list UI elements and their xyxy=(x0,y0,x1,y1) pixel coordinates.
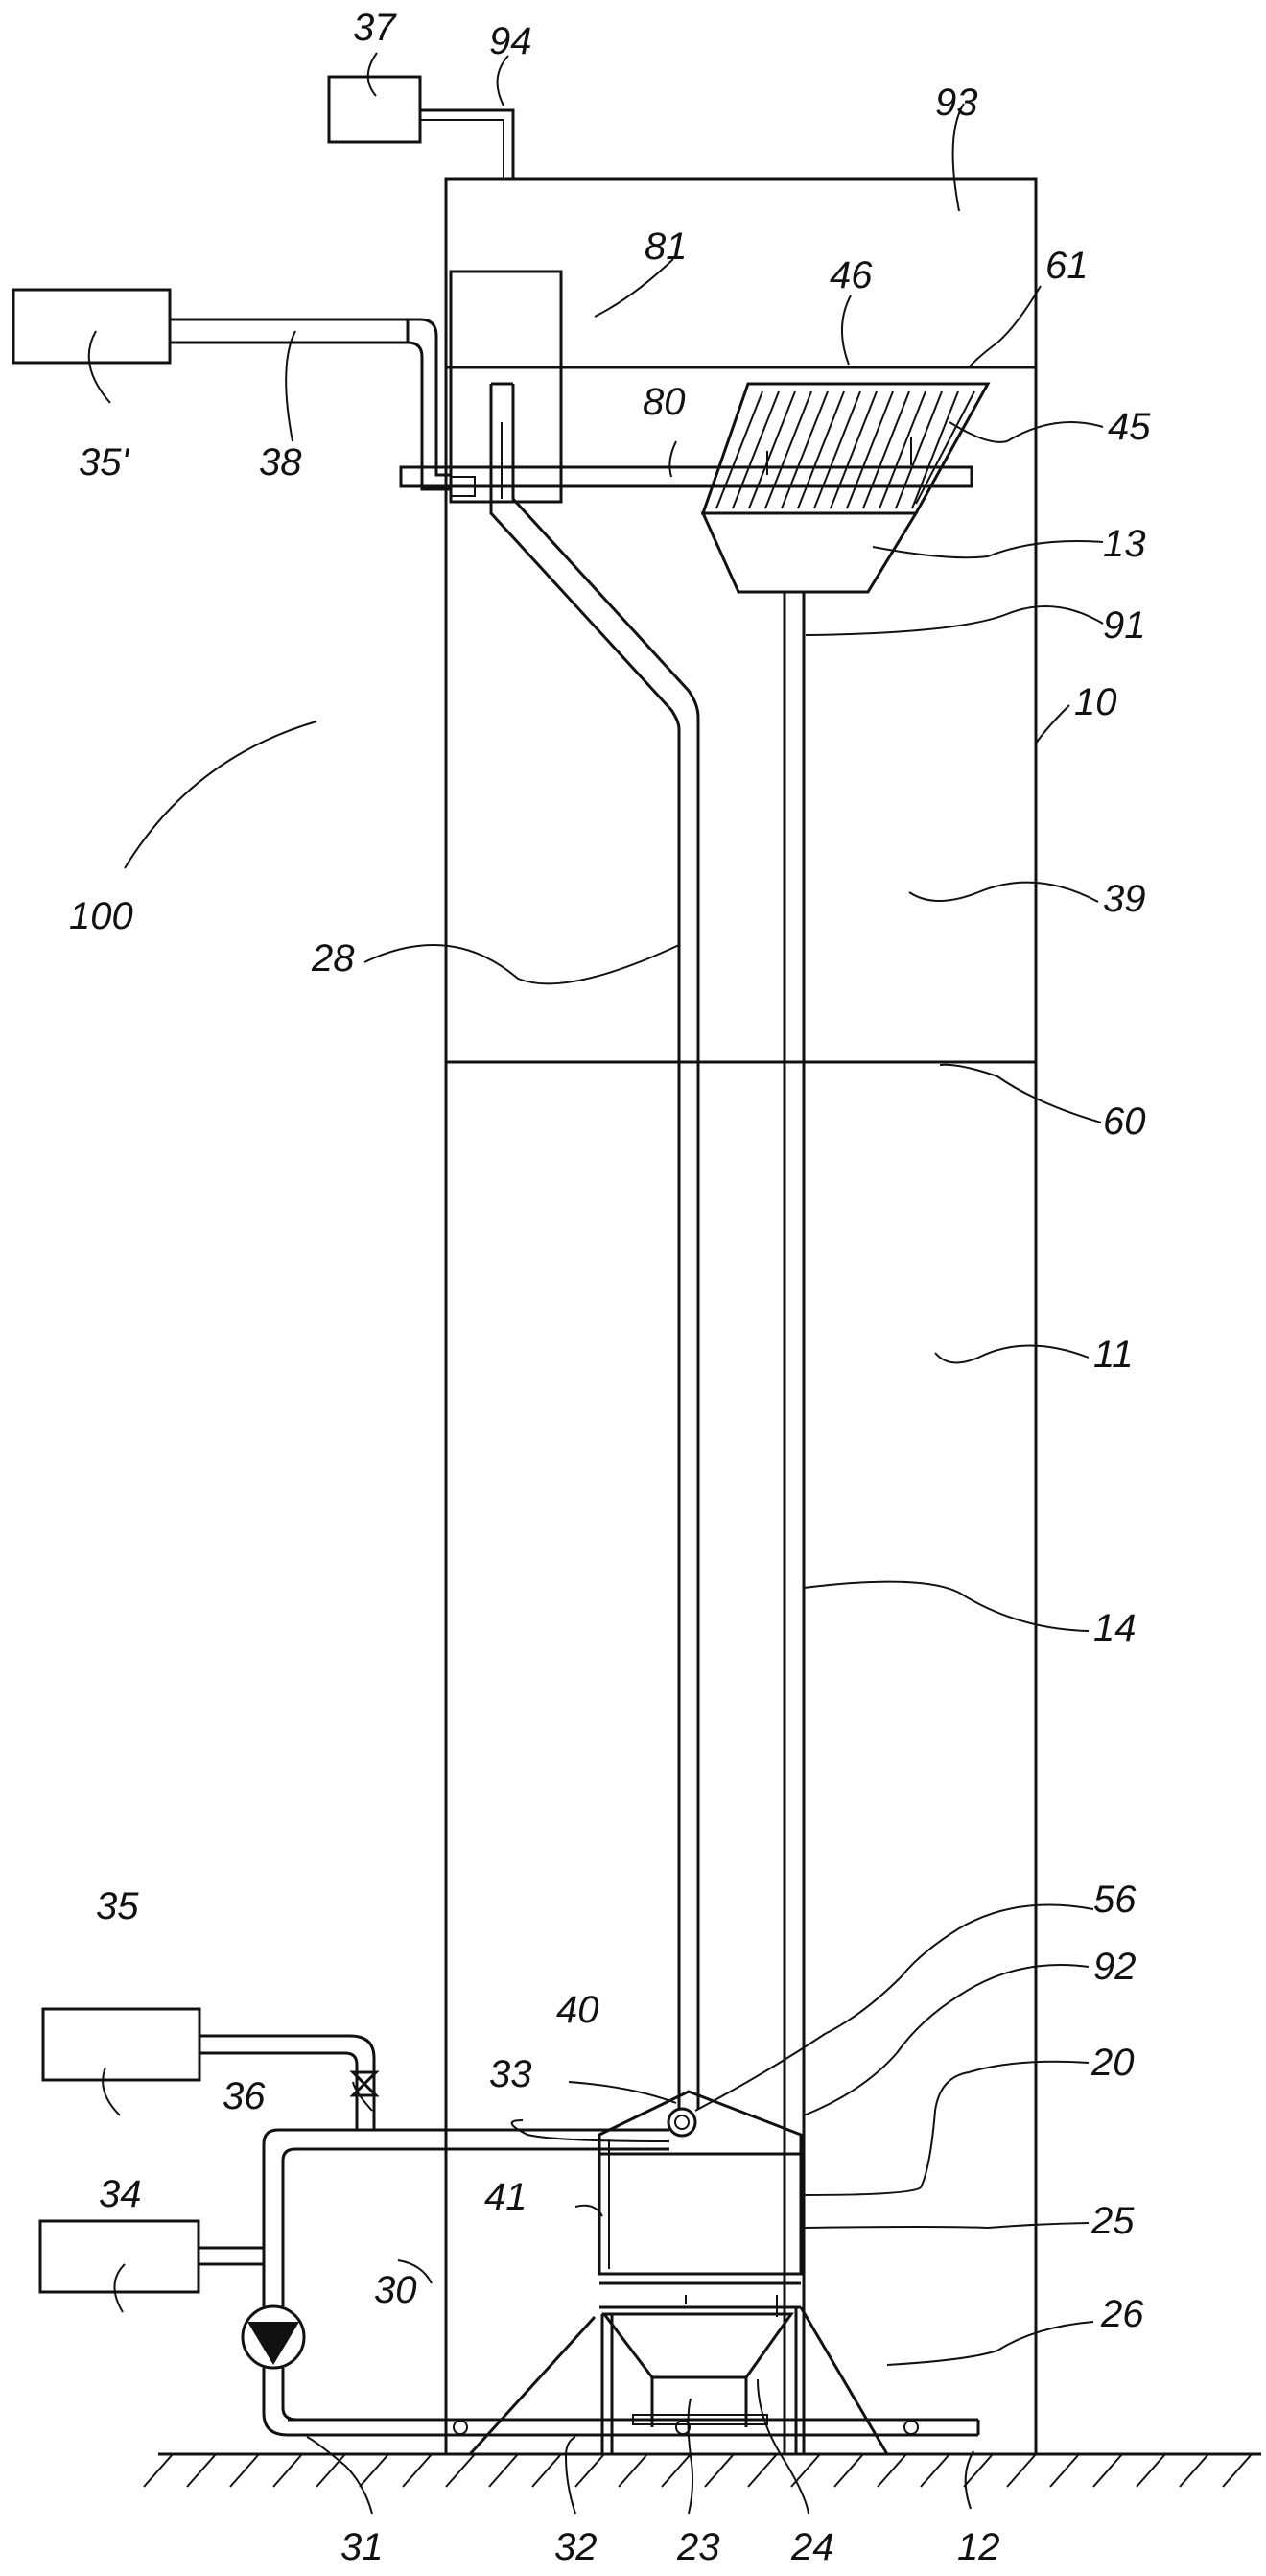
label-81: 81 xyxy=(645,225,688,268)
label-35-prime: 35' xyxy=(79,441,129,484)
label-46: 46 xyxy=(830,254,873,296)
unit-37 xyxy=(327,75,422,144)
label-31: 31 xyxy=(340,2526,384,2568)
label-32: 32 xyxy=(554,2526,598,2568)
cone-23 xyxy=(600,2312,794,2379)
label-56: 56 xyxy=(1093,1879,1137,1921)
label-61: 61 xyxy=(1045,245,1089,287)
ground xyxy=(143,2452,1261,2488)
line-94 xyxy=(420,108,515,179)
label-39: 39 xyxy=(1103,878,1146,920)
label-30: 30 xyxy=(374,2269,417,2311)
label-14: 14 xyxy=(1093,1607,1137,1649)
unit-35 xyxy=(41,2007,201,2082)
label-23: 23 xyxy=(676,2526,720,2568)
label-40: 40 xyxy=(556,1989,599,2031)
label-28: 28 xyxy=(311,937,355,980)
label-100: 100 xyxy=(69,895,133,937)
reference-numerals: 37 94 93 81 46 61 45 80 35' 38 13 91 10 … xyxy=(69,7,1151,2568)
platform-80 xyxy=(399,465,973,488)
label-94: 94 xyxy=(489,20,532,62)
label-92: 92 xyxy=(1093,1946,1137,1988)
valve-36 xyxy=(349,2070,380,2087)
label-35: 35 xyxy=(96,1885,139,1927)
reactor-20 xyxy=(598,2090,803,2276)
hopper-13 xyxy=(700,511,919,594)
label-11: 11 xyxy=(1093,1334,1134,1376)
label-25: 25 xyxy=(1090,2200,1135,2242)
label-34: 34 xyxy=(99,2173,142,2215)
tank-10 xyxy=(444,177,1038,2456)
label-60: 60 xyxy=(1103,1100,1146,1143)
label-10: 10 xyxy=(1074,681,1117,723)
label-13: 13 xyxy=(1103,523,1146,565)
label-37: 37 xyxy=(353,7,397,49)
label-93: 93 xyxy=(935,82,978,124)
label-45: 45 xyxy=(1108,406,1151,448)
unit-35-prime xyxy=(12,288,172,365)
label-38: 38 xyxy=(259,441,302,484)
unit-34 xyxy=(38,2219,200,2294)
support-26 xyxy=(468,2306,889,2456)
unit-81 xyxy=(449,270,563,504)
label-41: 41 xyxy=(484,2176,528,2218)
label-20: 20 xyxy=(1090,2042,1135,2084)
inlet-56 xyxy=(667,2107,697,2138)
label-24: 24 xyxy=(790,2526,834,2568)
label-80: 80 xyxy=(643,381,686,423)
label-33: 33 xyxy=(489,2053,532,2095)
label-12: 12 xyxy=(957,2526,1000,2568)
label-91: 91 xyxy=(1103,604,1146,647)
label-26: 26 xyxy=(1100,2293,1144,2335)
label-36: 36 xyxy=(223,2075,266,2117)
pump-30 xyxy=(241,2304,306,2370)
